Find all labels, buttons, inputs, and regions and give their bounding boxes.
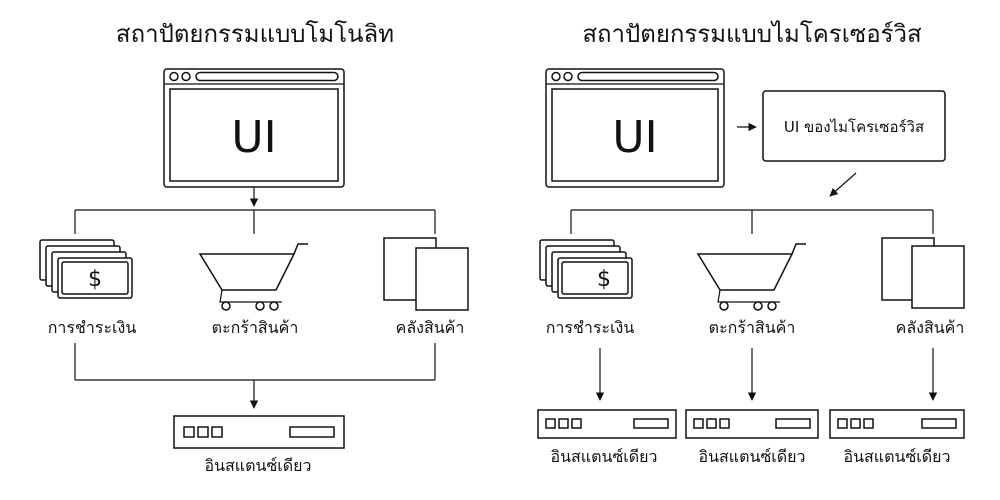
- micro-instance-label-cart: อินสแตนซ์เดียว: [698, 447, 805, 466]
- micro-ui-box-label: UI ของไมโครเซอร์วิส: [784, 118, 924, 136]
- micro-service-payment: การชำระเงิน: [546, 318, 635, 337]
- micro-documents-icon: [881, 237, 965, 309]
- monolith-shopping-cart-icon: [198, 243, 308, 311]
- micro-ui-box: [762, 90, 946, 162]
- micro-server-instance-icon-inventory: [829, 409, 965, 439]
- micro-instance-label-inventory: อินสแตนซ์เดียว: [843, 447, 950, 466]
- monolith-documents-icon: [383, 237, 469, 311]
- monolith-server-instance-icon: [173, 415, 345, 449]
- micro-shopping-cart-icon: [696, 243, 806, 311]
- monolith-browser-window-icon: UI: [163, 68, 345, 188]
- monolith-service-inventory: คลังสินค้า: [396, 318, 465, 337]
- micro-service-cart: ตะกร้าสินค้า: [709, 318, 796, 337]
- monolith-title: สถาปัตยกรรมแบบโมโนลิท: [116, 20, 394, 48]
- micro-money-stack-icon: $: [539, 239, 633, 299]
- micro-instance-label-payment: อินสแตนซ์เดียว: [550, 447, 657, 466]
- micro-service-inventory: คลังสินค้า: [896, 318, 965, 337]
- microservices-title: สถาปัตยกรรมแบบไมโครเซอร์วิส: [582, 20, 922, 48]
- monolith-instance-label: อินสแตนซ์เดียว: [204, 456, 311, 475]
- monolith-ui-label: UI: [231, 112, 276, 163]
- monolith-service-payment: การชำระเงิน: [48, 318, 137, 337]
- monolith-service-cart: ตะกร้าสินค้า: [212, 318, 299, 337]
- micro-server-instance-icon-cart: [685, 409, 819, 439]
- monolith-money-stack-icon: $: [39, 239, 133, 299]
- dollar-symbol: $: [597, 267, 611, 292]
- micro-server-instance-icon-payment: [537, 409, 677, 439]
- dollar-symbol: $: [88, 267, 102, 292]
- micro-browser-window-icon: UI: [545, 68, 725, 188]
- micro-ui-label: UI: [612, 112, 657, 163]
